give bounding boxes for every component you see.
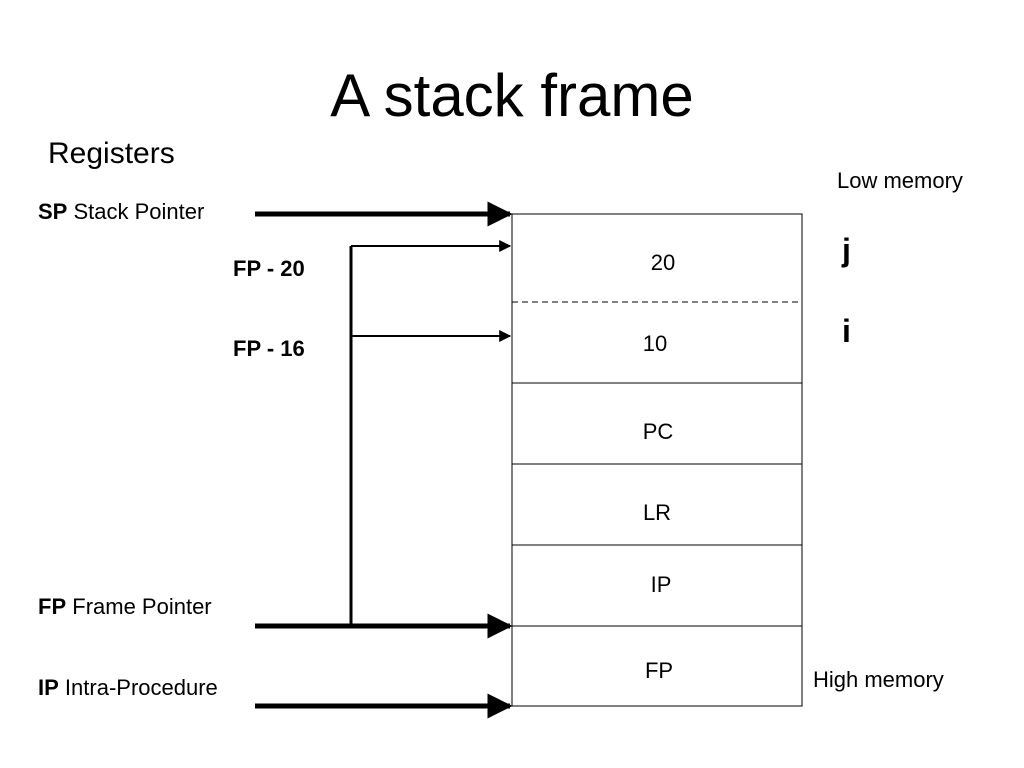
stack-box [511, 213, 803, 707]
register-label-ip: IP Intra-Procedure [38, 675, 218, 701]
stack-cell-value: 10 [642, 331, 668, 356]
stack-cell-value: IP [650, 572, 672, 597]
register-label-sp: SP Stack Pointer [38, 199, 204, 225]
variable-label-j: j [842, 232, 851, 268]
stack-cell-value: FP [644, 658, 674, 683]
page-title: A stack frame [330, 62, 694, 129]
register-name-ip: Intra-Procedure [64, 675, 218, 700]
offset-label-fp-minus-16: FP - 16 [233, 336, 305, 361]
low-memory-label: Low memory [837, 168, 963, 193]
register-abbr-ip: IP [38, 675, 59, 700]
registers-heading: Registers [48, 137, 175, 170]
variable-label-i: i [842, 313, 851, 349]
stack-cell-value: 20 [650, 250, 676, 275]
stack-cell-value: LR [642, 500, 672, 525]
register-abbr-sp: SP [38, 199, 68, 224]
stack-cell-value: PC [642, 419, 674, 444]
register-abbr-fp: FP [38, 594, 67, 619]
register-name-sp: Stack Pointer [73, 199, 205, 224]
register-name-fp: Frame Pointer [72, 594, 212, 619]
high-memory-label: High memory [813, 667, 944, 692]
register-label-fp: FP Frame Pointer [38, 594, 212, 620]
offset-label-fp-minus-20: FP - 20 [233, 256, 305, 281]
